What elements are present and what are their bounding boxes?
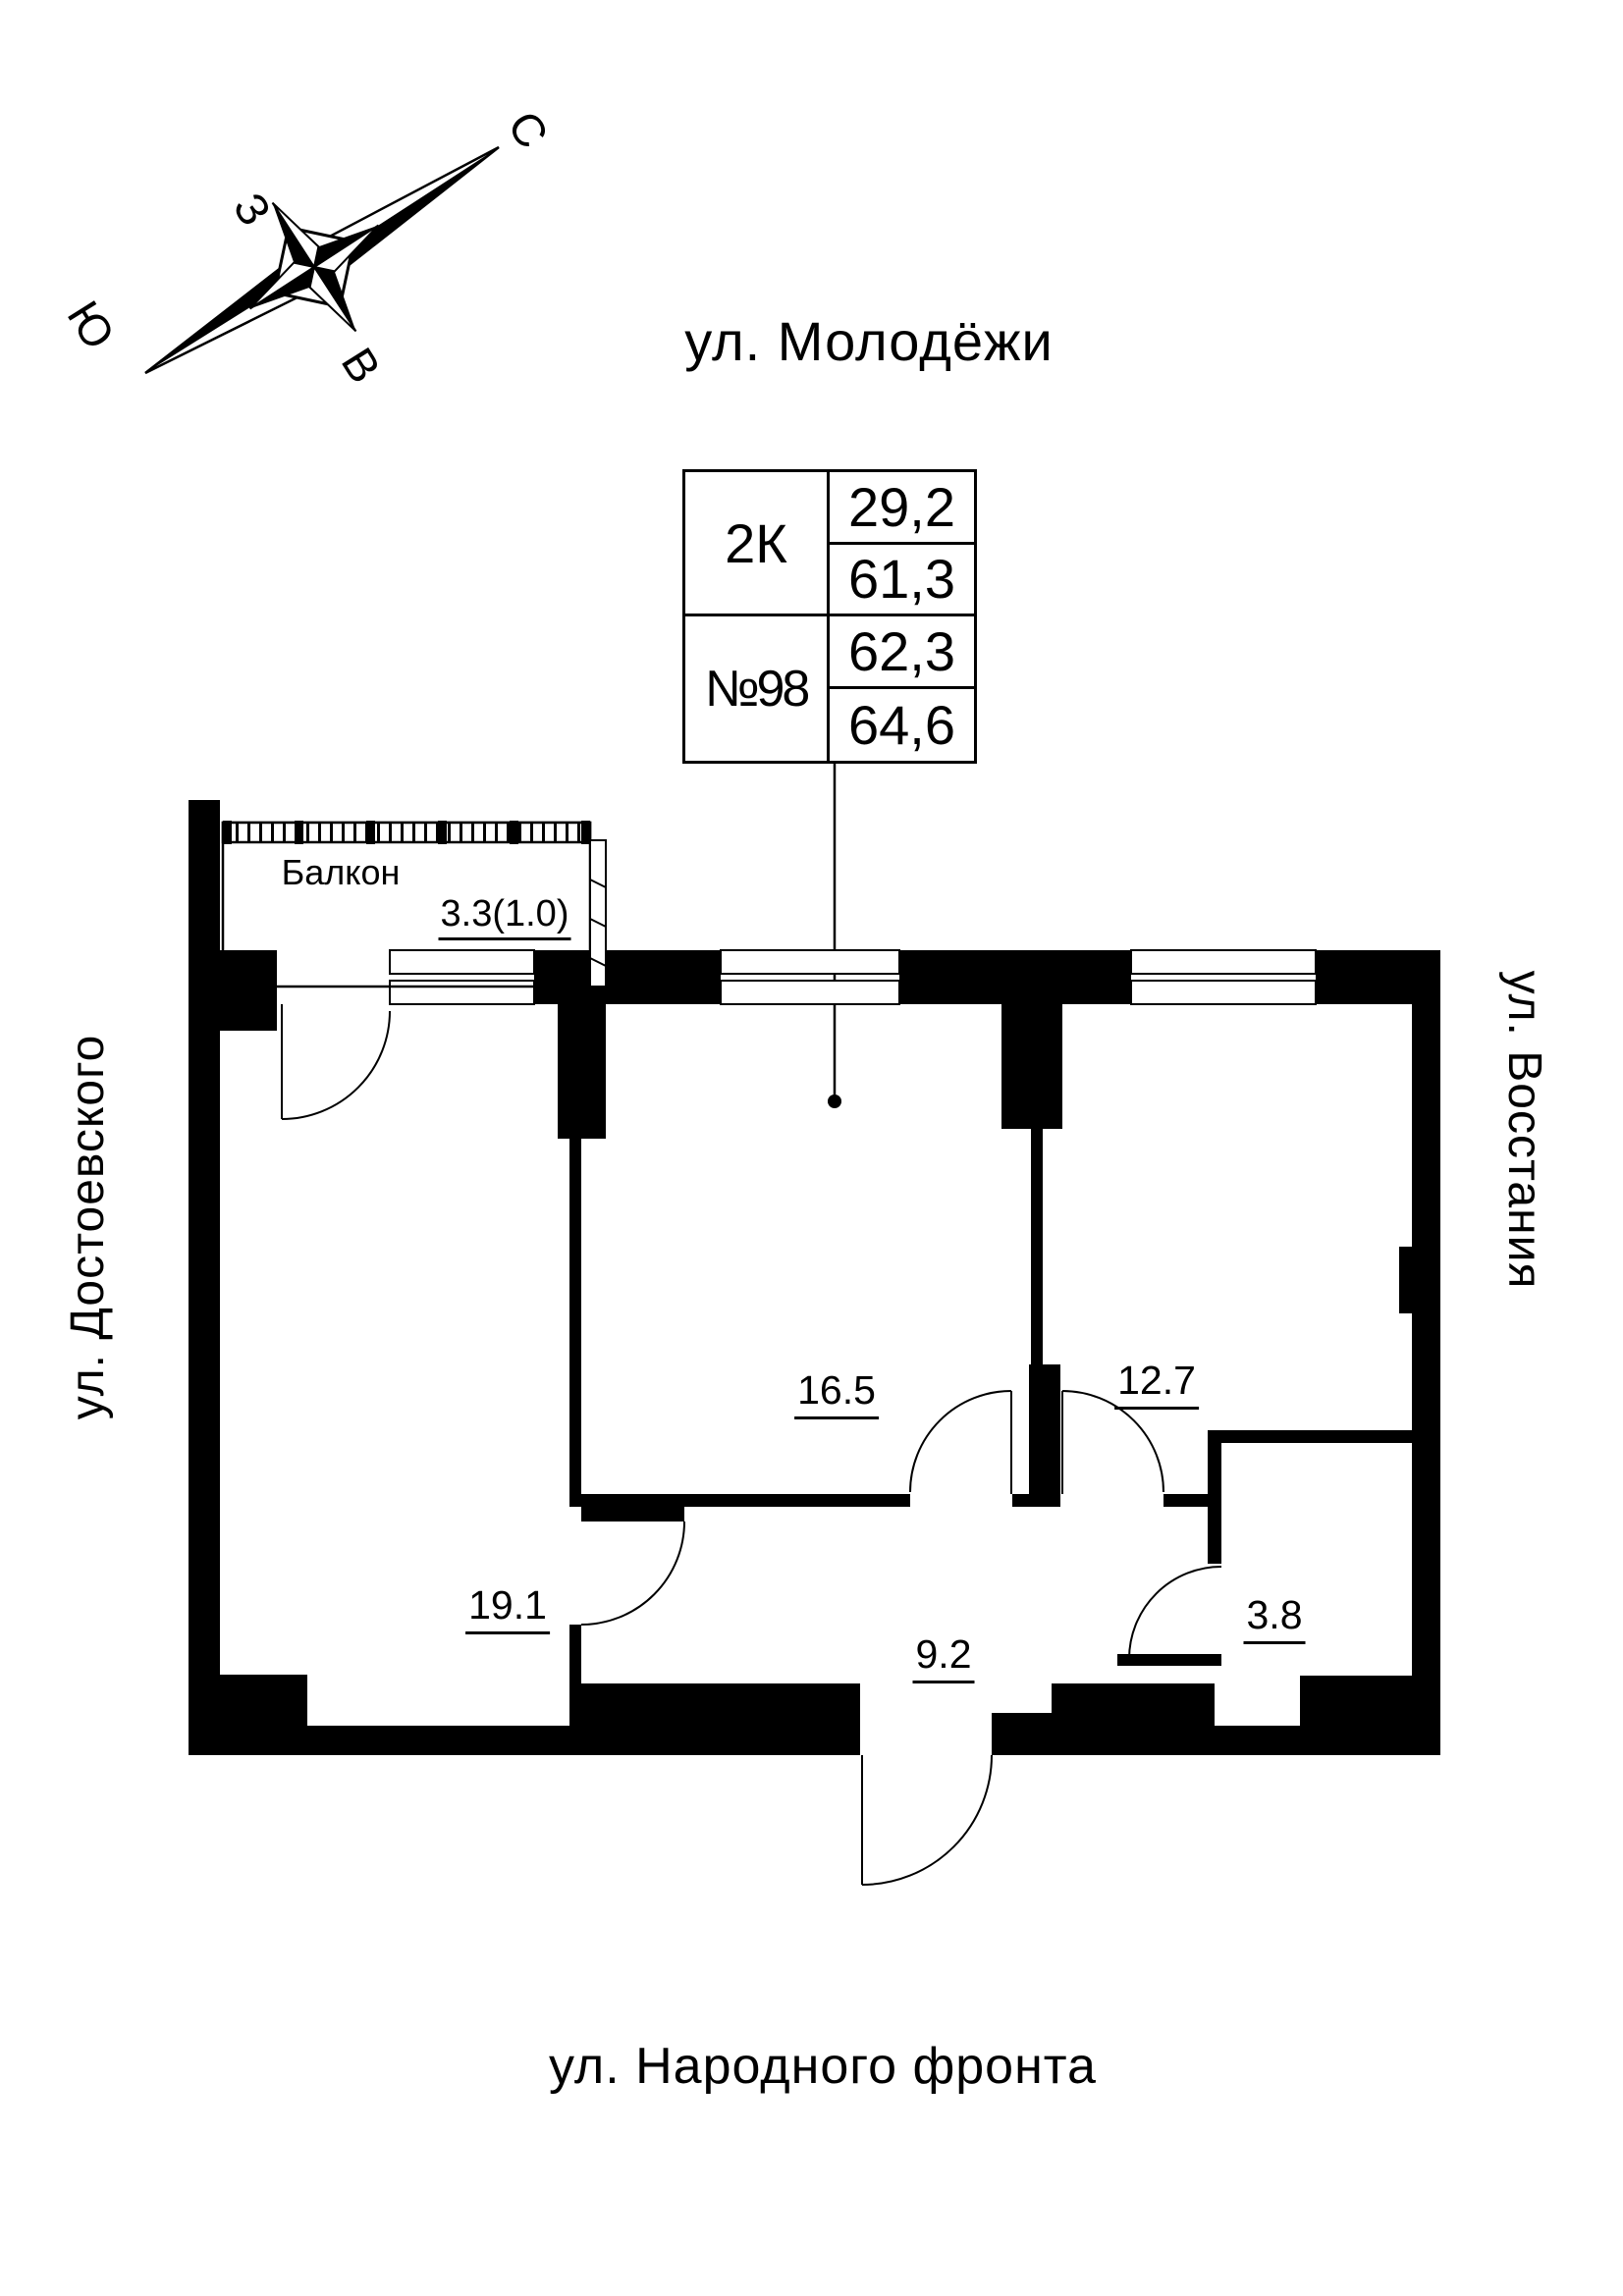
doors [281, 1004, 1222, 1886]
compass-rose-graphic [144, 145, 500, 375]
balcony-name-label: Балкон [281, 852, 401, 892]
apartment-type-cell: 2К [685, 472, 830, 616]
walls [189, 800, 1440, 1755]
windows [389, 949, 1317, 1005]
room-area-label-living: 19.1 [465, 1585, 550, 1634]
balcony-area-label: 3.3(1.0) [438, 895, 571, 940]
area-value-3: 62,3 [830, 616, 974, 689]
area-value-4: 64,6 [848, 693, 955, 756]
apartment-number-cell: №98 [685, 616, 830, 761]
area-value-2: 61,3 [830, 545, 974, 616]
leader-line [828, 764, 841, 1108]
balcony-graphic [221, 821, 607, 988]
street-label-bottom: ул. Народного фронта [549, 2038, 1097, 2095]
room-area-label-bathroom: 3.8 [1243, 1595, 1306, 1644]
street-label-left: ул. Достоевского [62, 1034, 114, 1420]
street-label-right: ул. Восстания [1498, 970, 1550, 1290]
room-area-label-bedroom: 16.5 [794, 1370, 879, 1419]
info-table: 2К 29,2 61,3 №98 62,3 64,6 [682, 469, 977, 764]
room-area-label-room-right: 12.7 [1114, 1361, 1199, 1410]
room-area-label-hallway: 9.2 [912, 1634, 975, 1683]
street-label-top: ул. Молодёжи [684, 310, 1054, 372]
area-value-1: 29,2 [830, 472, 974, 545]
